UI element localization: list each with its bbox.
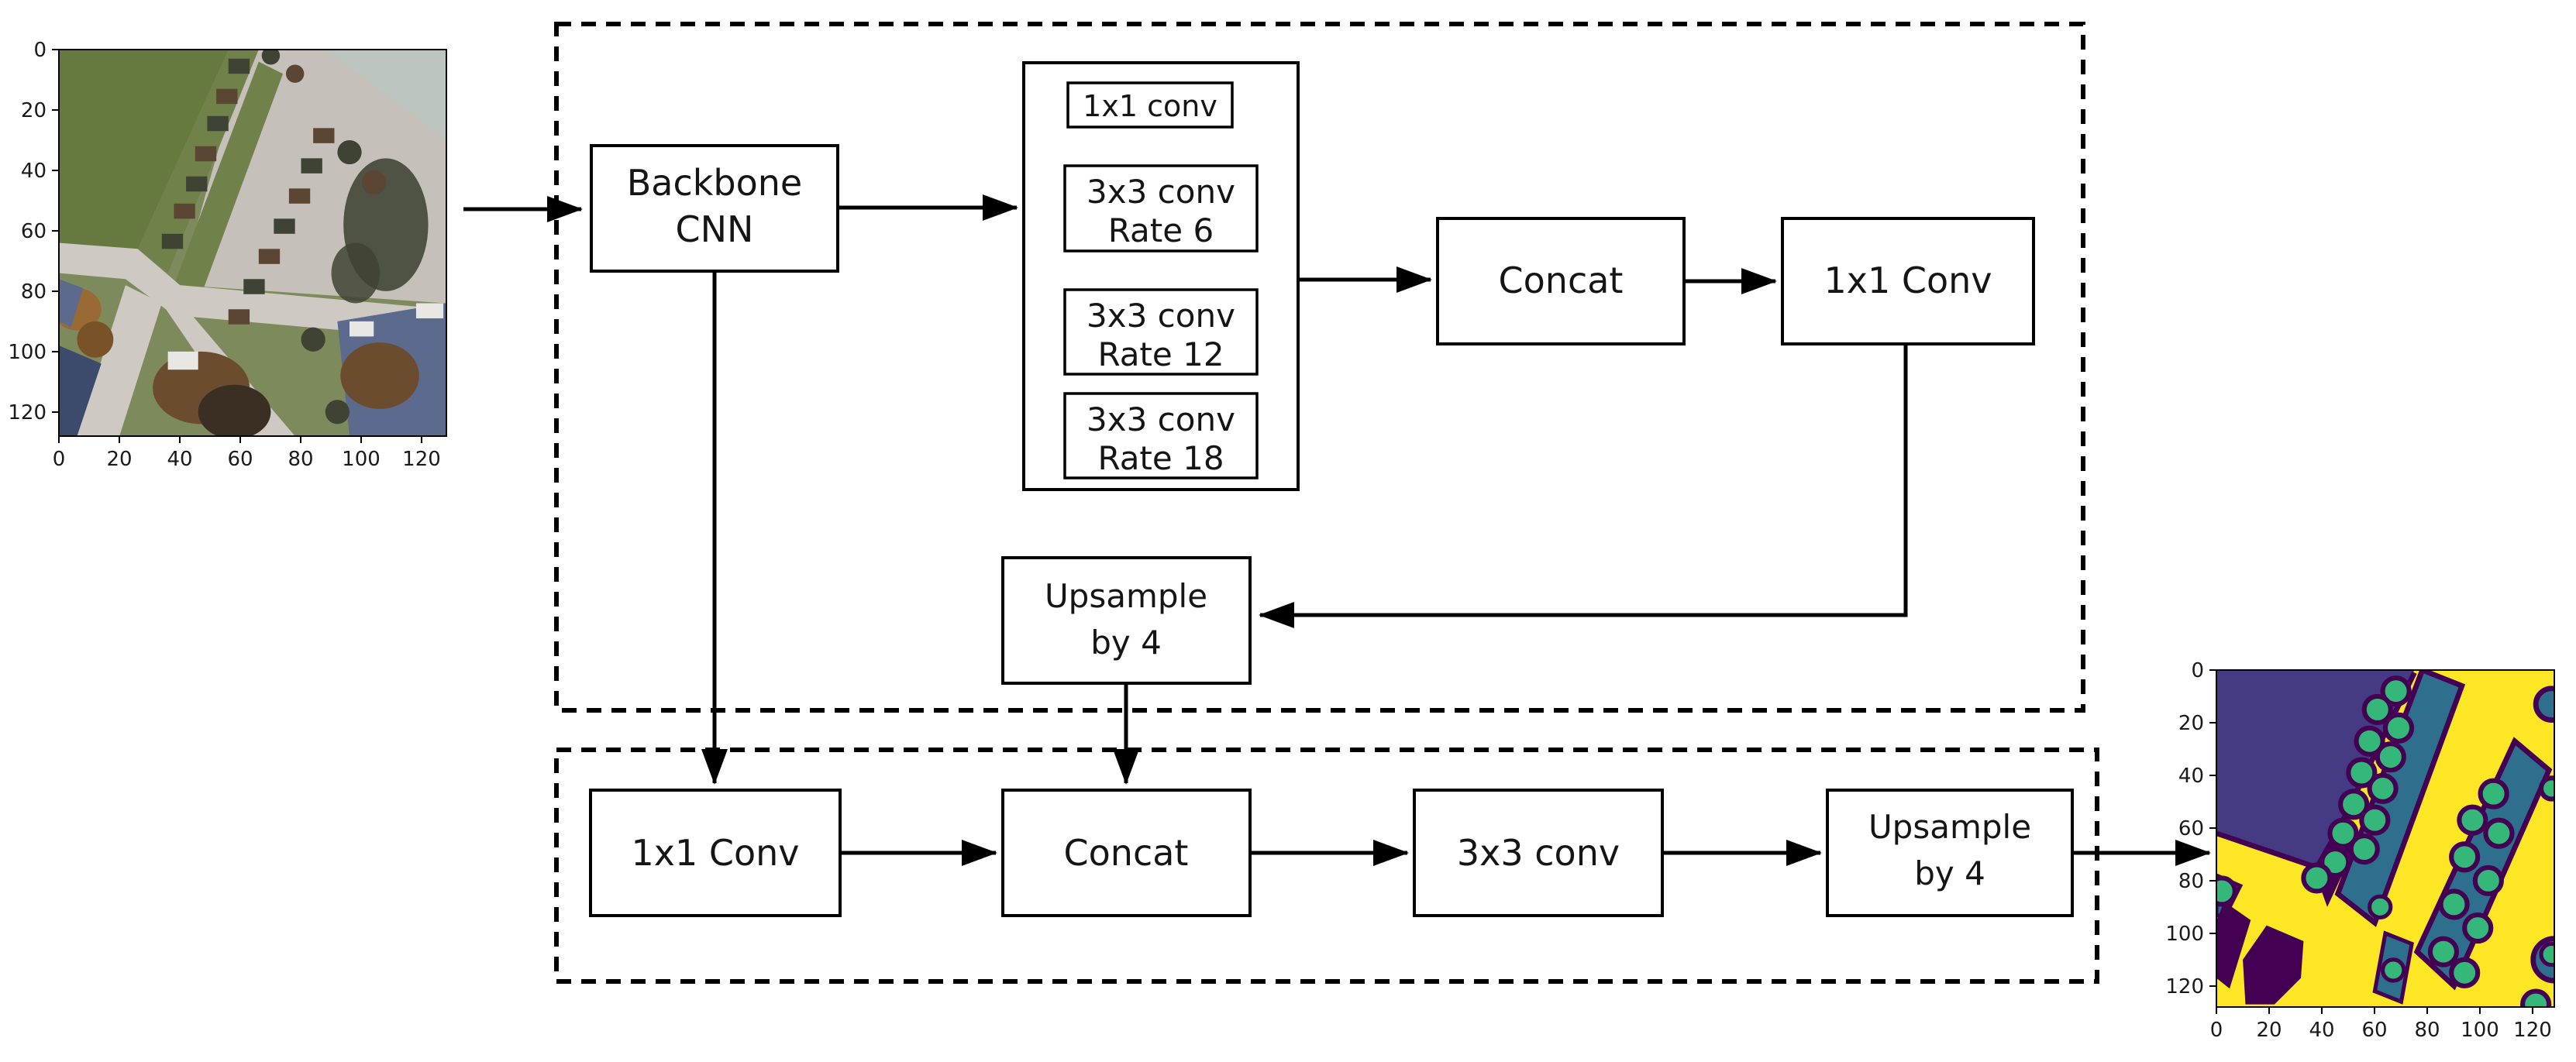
tick-label: 120 xyxy=(2165,975,2204,998)
tick-label: 20 xyxy=(2178,712,2204,735)
tick-label: 60 xyxy=(2178,817,2204,840)
encoder-conv1x1-label: 1x1 Conv xyxy=(1824,259,1992,301)
decoder-upsample-rect xyxy=(1826,789,2074,917)
encoder-concat-box: Concat xyxy=(1436,217,1686,345)
tick-label: 120 xyxy=(8,401,46,424)
segmentation-map xyxy=(2216,670,2554,1007)
tick-label: 20 xyxy=(106,448,132,471)
encoder-upsample-box: Upsample by 4 xyxy=(1001,556,1252,685)
decoder-upsample-box: Upsample by 4 xyxy=(1826,789,2074,917)
aspp-rate6-label-line1: 3x3 conv xyxy=(1087,173,1235,211)
decoder-concat-rect xyxy=(1001,789,1252,917)
arrow-conv1x1-to-upsample xyxy=(1259,344,1908,628)
aspp-rate18-label-line2: Rate 18 xyxy=(1097,439,1224,477)
input-plot-y-axis: 0 20 40 60 80 100 120 xyxy=(8,39,59,424)
tick-label: 80 xyxy=(2414,1019,2440,1042)
decoder-upsample-label-line1: Upsample xyxy=(1868,808,2031,846)
backbone-cnn-label-line1: Backbone xyxy=(627,162,802,204)
decoder-concat-label: Concat xyxy=(1064,832,1189,874)
decoder-dashed-box xyxy=(554,748,2099,984)
tick-label: 20 xyxy=(21,99,46,122)
aspp-rate18-box: 3x3 conv Rate 18 xyxy=(1063,392,1259,479)
aspp-rate6-box: 3x3 conv Rate 6 xyxy=(1063,164,1259,253)
aspp-rate18-label-line1: 3x3 conv xyxy=(1087,400,1235,438)
tick-label: 20 xyxy=(2256,1019,2282,1042)
tick-label: 80 xyxy=(2178,870,2204,893)
tick-label: 60 xyxy=(21,220,46,243)
tick-label: 0 xyxy=(53,448,66,471)
encoder-concat-label: Concat xyxy=(1499,259,1624,301)
tick-label: 100 xyxy=(2165,923,2204,946)
tick-label: 120 xyxy=(2513,1019,2552,1042)
aspp-conv1x1-label: 1x1 conv xyxy=(1083,89,1217,123)
tick-label: 0 xyxy=(2191,659,2204,682)
tick-label: 60 xyxy=(227,448,253,471)
aspp-conv1x1-rect xyxy=(1066,81,1234,129)
encoder-upsample-label-line2: by 4 xyxy=(1090,624,1162,662)
tick-label: 0 xyxy=(2210,1019,2223,1042)
output-plot-frame xyxy=(2216,669,2555,1008)
tick-label: 0 xyxy=(33,39,46,62)
output-segmentation-plot: 0 20 40 60 80 100 120 0 20 40 60 80 100 120 xyxy=(2165,659,2555,1042)
encoder-conv1x1-box: 1x1 Conv xyxy=(1781,217,2035,345)
decoder-concat-box: Concat xyxy=(1001,789,1252,917)
output-plot-x-axis: 0 20 40 60 80 100 120 xyxy=(2210,1007,2552,1042)
tick-label: 80 xyxy=(288,448,313,471)
output-plot-y-axis: 0 20 40 60 80 100 120 xyxy=(2165,659,2216,998)
aspp-block: 1x1 conv 3x3 conv Rate 6 3x3 conv Rate 1… xyxy=(1022,61,1300,491)
encoder-conv1x1-rect xyxy=(1781,217,2035,345)
aerial-photo xyxy=(59,50,446,436)
tick-label: 100 xyxy=(2461,1019,2499,1042)
tick-label: 120 xyxy=(402,448,441,471)
decoder-conv3x3-rect xyxy=(1413,789,1664,917)
aspp-rate6-rect xyxy=(1063,164,1259,253)
tick-label: 60 xyxy=(2361,1019,2387,1042)
input-image-plot: 0 20 40 60 80 100 120 0 20 40 60 80 100 120 xyxy=(8,39,447,471)
decoder-conv3x3-box: 3x3 conv xyxy=(1413,789,1664,917)
decoder-conv1x1-rect xyxy=(589,789,842,917)
tick-label: 40 xyxy=(167,448,192,471)
aspp-rate12-label-line1: 3x3 conv xyxy=(1087,297,1235,335)
backbone-cnn-label-line2: CNN xyxy=(676,208,754,250)
encoder-concat-rect xyxy=(1436,217,1686,345)
decoder-conv1x1-label: 1x1 Conv xyxy=(631,832,799,874)
aspp-rate18-rect xyxy=(1063,392,1259,479)
backbone-cnn-rect xyxy=(590,144,839,273)
tick-label: 40 xyxy=(21,160,46,183)
decoder-upsample-label-line2: by 4 xyxy=(1914,854,1985,892)
tick-label: 40 xyxy=(2309,1019,2334,1042)
aspp-rate6-label-line2: Rate 6 xyxy=(1108,211,1214,249)
aspp-rate12-box: 3x3 conv Rate 12 xyxy=(1063,288,1259,376)
decoder-conv1x1-box: 1x1 Conv xyxy=(589,789,842,917)
aspp-rate12-rect xyxy=(1063,288,1259,376)
encoder-dashed-box xyxy=(554,22,2085,713)
input-plot-x-axis: 0 20 40 60 80 100 120 xyxy=(53,436,441,471)
input-plot-frame xyxy=(58,49,447,437)
tick-label: 80 xyxy=(21,280,46,304)
backbone-cnn-box: Backbone CNN xyxy=(590,144,839,273)
aspp-conv1x1-box: 1x1 conv xyxy=(1066,81,1234,129)
encoder-upsample-rect xyxy=(1001,556,1252,685)
tick-label: 40 xyxy=(2178,765,2204,788)
encoder-upsample-label-line1: Upsample xyxy=(1045,577,1207,615)
tick-label: 100 xyxy=(342,448,381,471)
aspp-rate12-label-line2: Rate 12 xyxy=(1097,335,1224,373)
decoder-conv3x3-label: 3x3 conv xyxy=(1457,832,1620,874)
tick-label: 100 xyxy=(8,341,46,364)
